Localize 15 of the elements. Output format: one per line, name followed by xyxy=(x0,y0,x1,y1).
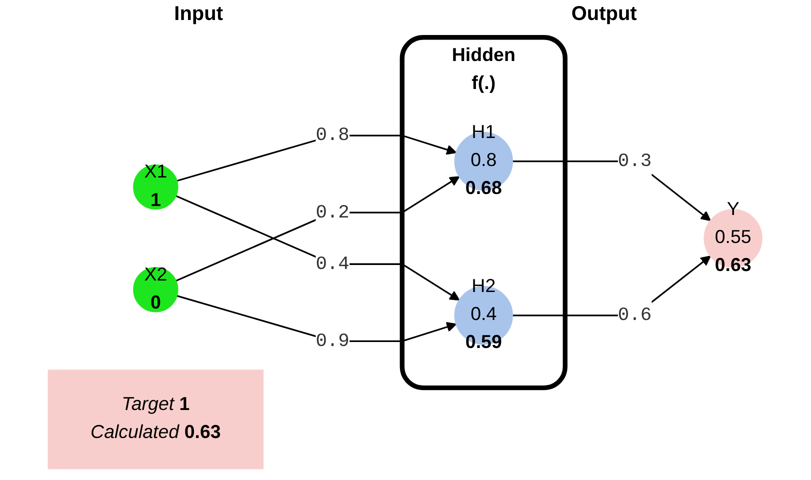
edge-label: 0.2 xyxy=(316,202,350,224)
arrow xyxy=(176,176,460,282)
node-circle xyxy=(133,164,179,210)
edge-label: 0.9 xyxy=(316,330,350,352)
neural-network-diagram: Hidden f(.) 0.8 0.4 0.2 0.9 0.3 0.6 H1 0.8 0.68 H2 0.4 0.59 X1 1 X2 0 Y 0.55 0.63 Target 1 Calculated 0.63 xyxy=(39,28,772,478)
edge-label: 0.3 xyxy=(618,150,652,172)
column-heading: Output xyxy=(571,2,637,26)
arrow xyxy=(176,195,460,301)
edge-label: 0.6 xyxy=(618,304,652,326)
edge-label: 0.8 xyxy=(316,124,350,146)
edge-label: 0.4 xyxy=(316,254,350,275)
node-box xyxy=(48,370,264,470)
node-circle xyxy=(133,267,179,312)
cluster xyxy=(400,35,568,390)
column-heading: Input xyxy=(174,2,224,26)
